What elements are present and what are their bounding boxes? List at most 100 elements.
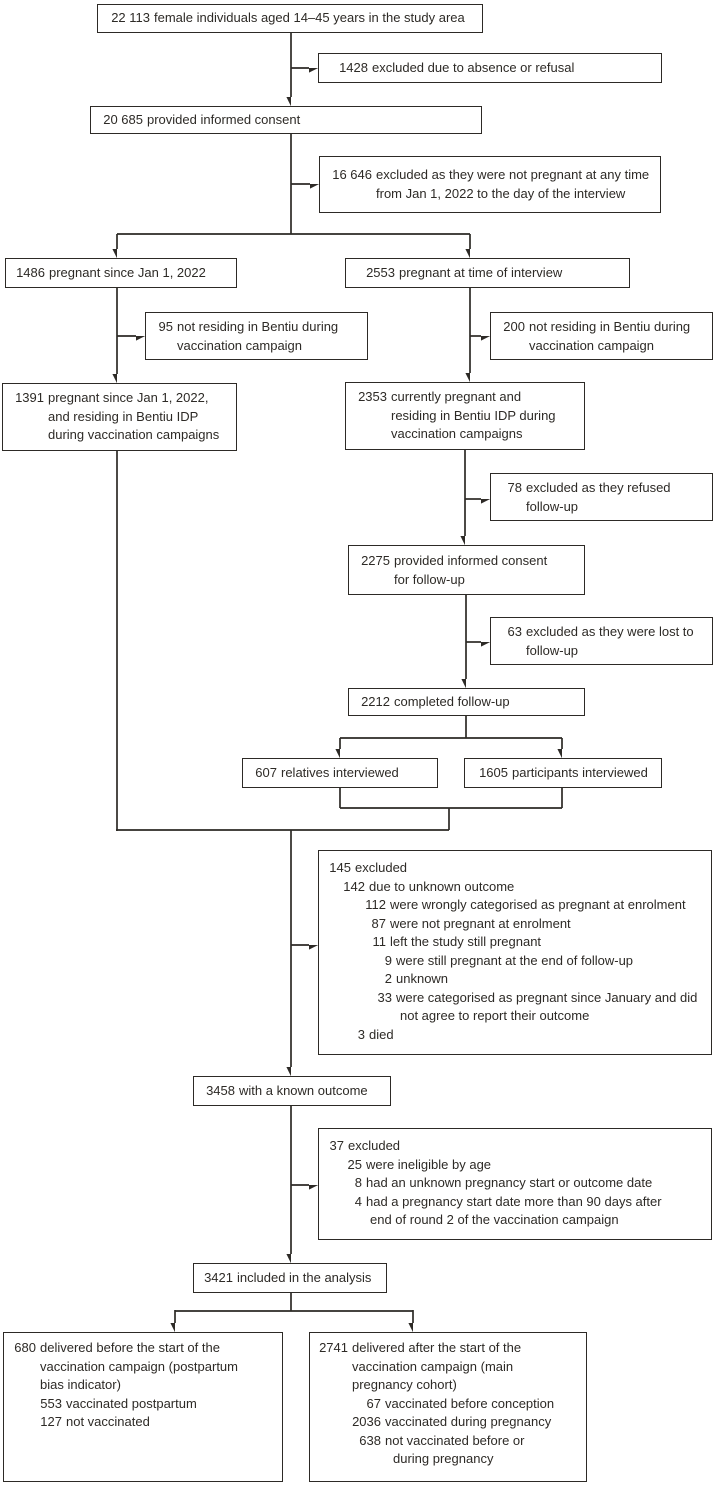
line-text: female individuals aged 14–45 years in t… — [154, 10, 465, 25]
line-text: currently pregnant and — [391, 389, 522, 404]
flow-text-line: bias indicator) — [14, 1376, 276, 1395]
line-text: provided informed consent — [147, 112, 301, 127]
count-value: 680 — [14, 1340, 36, 1355]
flow-text-line: 95 not residing in Bentiu during — [158, 318, 361, 337]
box-excluded-not-pregnant: 16 646 excluded as they were not pregnant… — [319, 156, 661, 213]
count-value: 1486 — [16, 265, 45, 280]
count-value: 2036 — [352, 1414, 381, 1429]
flow-text-line: not agree to report their outcome — [329, 1007, 705, 1026]
line-text: not vaccinated before or — [385, 1432, 525, 1448]
flow-text-line: 1605 participants interviewed — [479, 764, 655, 783]
box-relatives-interviewed: 607 relatives interviewed — [242, 758, 438, 788]
flow-text-line: vaccination campaigns — [358, 425, 578, 444]
line-text: follow-up — [526, 498, 579, 514]
line-text: were categorised as pregnant since Janua… — [396, 989, 698, 1005]
line-text: not residing in Bentiu during — [177, 319, 339, 334]
line-text: during pregnancy — [393, 1451, 494, 1466]
flow-text-line: 1486 pregnant since Jan 1, 2022 — [16, 264, 230, 283]
count-value: 63 — [507, 624, 522, 639]
count-value: 1605 — [479, 765, 508, 780]
line-text: vaccinated postpartum — [66, 1395, 197, 1411]
line-text: were still pregnant at the end of follow… — [396, 952, 634, 968]
line-text: vaccination campaign (postpartum — [40, 1358, 238, 1374]
line-text: included in the analysis — [237, 1270, 372, 1285]
count-value: 638 — [359, 1432, 381, 1448]
flow-text-line: vaccination campaign (postpartum — [14, 1358, 276, 1377]
count-value: 2741 — [319, 1340, 348, 1355]
count-value: 1428 — [339, 60, 368, 75]
box-not-residing-95: 95 not residing in Bentiu during vaccinati… — [145, 312, 368, 360]
count-value: 16 646 — [332, 167, 372, 182]
line-text: residing in Bentiu IDP during — [391, 407, 556, 423]
line-text: were ineligible by age — [366, 1156, 492, 1172]
line-text: delivered before the start of the — [40, 1340, 220, 1355]
count-value: 3 — [357, 1026, 365, 1042]
flow-text-line: during pregnancy — [319, 1450, 580, 1469]
line-text: provided informed consent — [394, 553, 548, 568]
line-text: and residing in Bentiu IDP — [48, 408, 199, 424]
box-delivered-before: 680 delivered before the start of the vacc… — [3, 1332, 283, 1482]
flow-text-line: follow-up — [507, 642, 706, 661]
line-text: pregnant since Jan 1, 2022 — [49, 265, 206, 280]
count-value: 4 — [354, 1193, 362, 1209]
line-text: pregnant at time of interview — [399, 265, 563, 280]
line-text: vaccination campaign — [529, 337, 655, 353]
count-value: 3421 — [204, 1270, 233, 1285]
count-value: 87 — [371, 915, 386, 931]
flow-text-line: vaccination campaign — [158, 337, 361, 356]
line-text: end of round 2 of the vaccination campai… — [370, 1212, 619, 1227]
line-text: relatives interviewed — [281, 765, 399, 780]
line-text: bias indicator) — [40, 1377, 121, 1392]
flow-text-line: during vaccination campaigns — [15, 426, 230, 445]
line-text: excluded as they were not pregnant at an… — [376, 167, 650, 182]
line-text: participants interviewed — [512, 765, 648, 780]
line-text: pregnancy cohort) — [352, 1377, 457, 1392]
line-text: excluded — [355, 860, 408, 875]
line-text: were not pregnant at enrolment — [390, 915, 571, 931]
line-text: vaccinated before conception — [385, 1395, 555, 1411]
line-text: with a known outcome — [239, 1083, 368, 1098]
count-value: 607 — [255, 765, 277, 780]
count-value: 1391 — [15, 390, 44, 405]
line-text: were wrongly categorised as pregnant at … — [390, 897, 686, 912]
line-text: had a pregnancy start date more than 90 … — [366, 1193, 662, 1209]
flow-text-line: from Jan 1, 2022 to the day of the inter… — [332, 185, 654, 204]
line-text: died — [369, 1026, 394, 1042]
count-value: 95 — [158, 319, 173, 334]
line-text: delivered after the start of the — [352, 1340, 522, 1355]
line-text: during vaccination campaigns — [48, 427, 220, 442]
flow-text-line: vaccination campaign (main — [319, 1358, 580, 1377]
flow-text-line: 3421 included in the analysis — [204, 1269, 380, 1288]
